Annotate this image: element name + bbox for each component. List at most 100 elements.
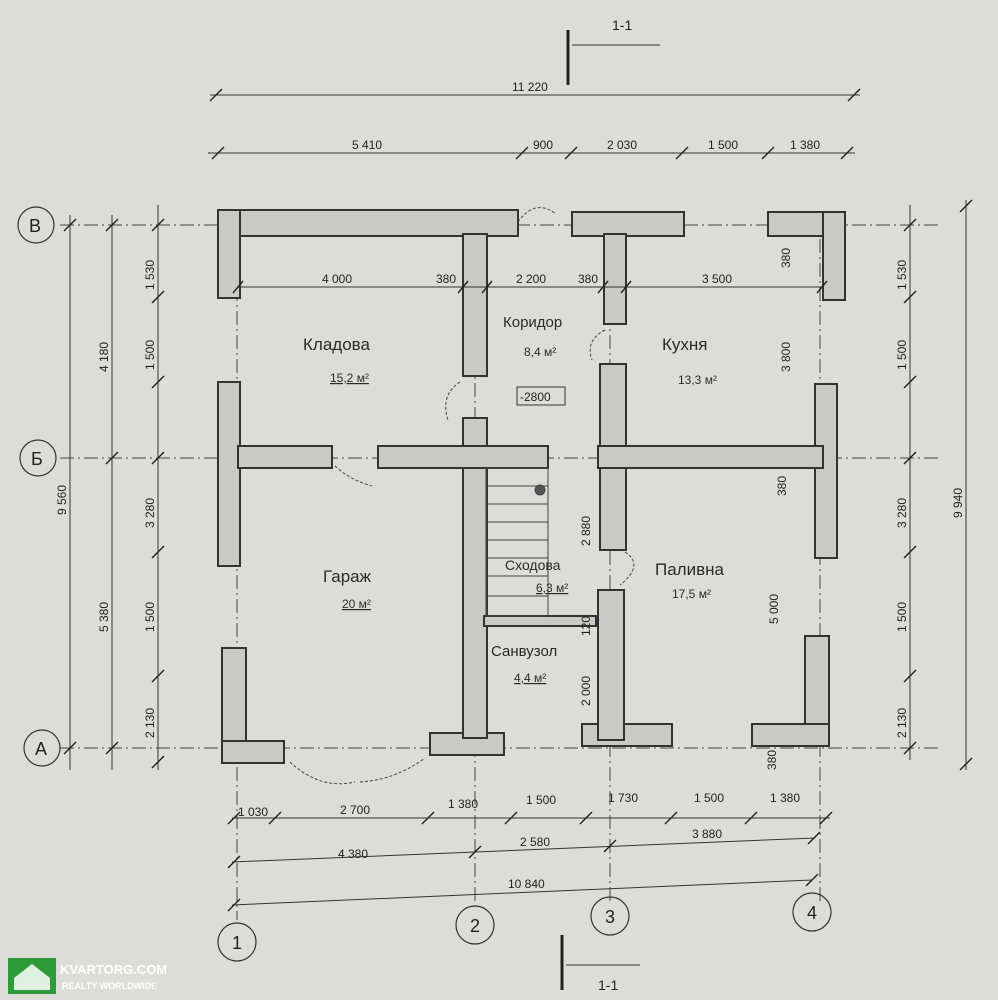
room-area-bathroom: 4,4 м²	[514, 671, 546, 685]
dim-left-inner-2: 1 500	[143, 340, 157, 370]
svg-text:2: 2	[470, 916, 480, 936]
svg-text:1: 1	[232, 933, 242, 953]
dim-left-inner-3: 3 280	[143, 498, 157, 528]
svg-text:А: А	[35, 739, 47, 759]
dim-int-5: 3 500	[702, 272, 732, 286]
svg-text:KVARTORG.COM: KVARTORG.COM	[60, 962, 167, 977]
dim-top-2: 900	[533, 138, 553, 152]
wall-right-mid	[814, 383, 838, 559]
dim-misc-5: 2 880	[579, 516, 593, 546]
room-name-storage: Кладова	[303, 335, 370, 354]
wall-bottom-mid-right	[581, 723, 673, 747]
dim-left-inner-1: 1 530	[143, 260, 157, 290]
axis-bubble-4: 4	[792, 892, 832, 932]
dim-top-1: 5 410	[352, 138, 382, 152]
wall-top-left	[217, 209, 519, 237]
dim-top-5: 1 380	[790, 138, 820, 152]
wall-int-v3-lower	[597, 589, 625, 741]
axis-bubble-1: 1	[217, 922, 257, 962]
dim-top-4: 1 500	[708, 138, 738, 152]
room-area-corridor: 8,4 м²	[524, 345, 556, 359]
door-garage	[289, 757, 426, 785]
dim-bottom-total: 10 840	[508, 877, 545, 891]
dim-top-3: 2 030	[607, 138, 637, 152]
wall-right-upper	[822, 211, 846, 301]
staircase	[485, 467, 549, 617]
dim-int-2: 380	[436, 272, 456, 286]
room-name-stairs: Сходова	[505, 557, 561, 573]
wall-bottom-left	[221, 740, 285, 764]
dim-misc-1: 380	[779, 248, 793, 268]
room-area-garage: 20 м²	[342, 597, 371, 611]
dim-right-inner-4: 1 500	[895, 602, 909, 632]
wall-int-v2-lower	[462, 417, 488, 739]
dim-bottom-1-3: 1 380	[448, 797, 478, 811]
door-entrance	[517, 207, 557, 223]
dim-int-4: 380	[578, 272, 598, 286]
wall-int-v3-upper	[603, 233, 627, 325]
dim-bottom-1-1: 1 030	[238, 805, 268, 819]
dim-misc-4: 380	[765, 750, 779, 770]
dim-right-inner-2: 1 500	[895, 340, 909, 370]
wall-int-h-b-right	[597, 445, 824, 469]
dim-left-inner-4: 1 500	[143, 602, 157, 632]
dim-bottom-1-7: 1 380	[770, 791, 800, 805]
svg-text:Б: Б	[31, 449, 43, 469]
room-name-garage: Гараж	[323, 567, 372, 586]
room-area-storage: 15,2 м²	[330, 371, 369, 385]
dim-bottom-1-4: 1 500	[526, 793, 556, 807]
dim-right-inner-1: 1 530	[895, 260, 909, 290]
door-boiler	[619, 551, 635, 586]
room-name-boiler: Паливна	[655, 560, 725, 579]
dim-misc-6: 120	[579, 616, 593, 636]
axis-bubble-a: А	[23, 729, 61, 767]
axis-bubble-b: Б	[19, 439, 57, 477]
wall-top-right	[571, 211, 685, 237]
room-name-kitchen: Кухня	[662, 335, 708, 354]
wall-left-upper	[217, 209, 241, 299]
wall-int-h-b-mid	[377, 445, 549, 469]
dim-right-inner-5: 2 130	[895, 708, 909, 738]
svg-text:В: В	[29, 216, 41, 236]
section-label-top: 1-1	[612, 17, 632, 33]
dim-top-total: 11 220	[512, 80, 548, 94]
dim-misc-3: 380	[775, 476, 789, 496]
room-area-kitchen: 13,3 м²	[678, 373, 717, 387]
svg-text:4: 4	[807, 903, 817, 923]
section-label-bottom: 1-1	[598, 977, 618, 993]
room-area-stairs: 6,3 м²	[536, 581, 568, 595]
dim-left-mid-1: 4 180	[97, 342, 111, 372]
dim-left-total: 9 560	[55, 485, 69, 515]
dim-left-mid-2: 5 380	[97, 602, 111, 632]
dim-misc-2: 3 800	[779, 342, 793, 372]
svg-text:REALTY WORLDWIDE: REALTY WORLDWIDE	[62, 981, 157, 991]
dim-bottom-1-6: 1 500	[694, 791, 724, 805]
wall-left-mid	[217, 381, 241, 567]
level-mark-box	[516, 386, 566, 406]
dim-int-1: 4 000	[322, 272, 352, 286]
wall-bottom-right	[751, 723, 830, 747]
room-name-corridor: Коридор	[503, 314, 562, 331]
axis-bubble-3: 3	[590, 896, 630, 936]
dim-right-inner-3: 3 280	[895, 498, 909, 528]
dim-bottom-2-1: 4 380	[338, 847, 368, 861]
dim-right-total: 9 940	[951, 488, 965, 518]
door-storage	[445, 381, 461, 421]
room-area-boiler: 17,5 м²	[672, 587, 711, 601]
room-name-bathroom: Санвузол	[491, 643, 557, 660]
dim-misc-8: 5 000	[767, 594, 781, 624]
level-mark: -2800	[520, 390, 551, 404]
door-storage-garage	[334, 465, 373, 487]
dim-left-inner-5: 2 130	[143, 708, 157, 738]
dim-misc-7: 2 000	[579, 676, 593, 706]
dim-int-3: 2 200	[516, 272, 546, 286]
dim-bottom-1-5: 1 730	[608, 791, 638, 805]
svg-text:3: 3	[605, 907, 615, 927]
axis-bubble-2: 2	[455, 905, 495, 945]
axis-bubble-v: В	[17, 206, 55, 244]
dim-bottom-2-3: 3 880	[692, 827, 722, 841]
watermark-logo: KVARTORG.COM REALTY WORLDWIDE	[8, 958, 167, 994]
wall-int-h-b-left	[237, 445, 333, 469]
wall-int-v2-upper	[462, 233, 488, 377]
